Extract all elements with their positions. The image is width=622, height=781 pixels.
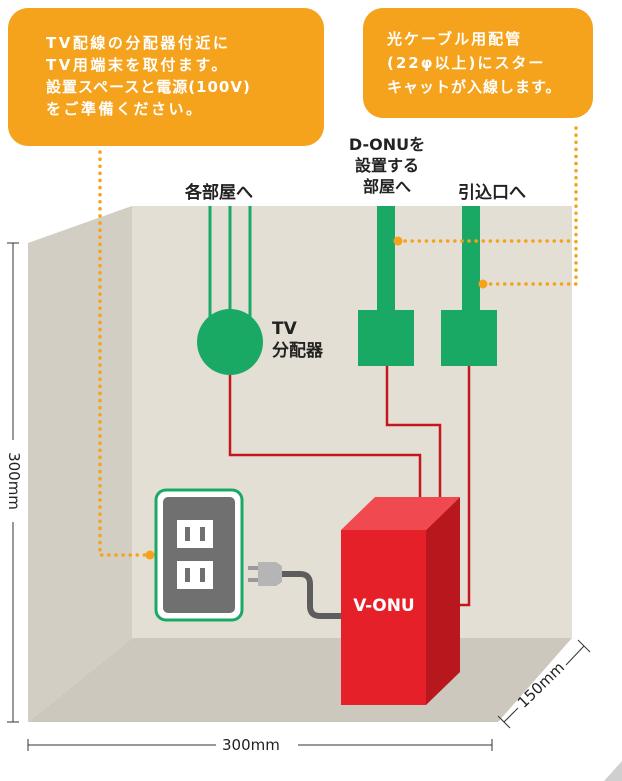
power-plug bbox=[258, 562, 282, 586]
vonu-side bbox=[426, 497, 460, 705]
callout-text: 設置スペースと電源(100V) bbox=[46, 78, 251, 96]
donu-label-line: 設置する bbox=[354, 156, 419, 175]
donu-label-line: D-ONUを bbox=[348, 135, 426, 154]
outlet-socket-bottom bbox=[177, 561, 213, 589]
red-cables bbox=[228, 366, 471, 607]
callout-text: (22φ以上)にスター bbox=[387, 54, 546, 72]
dimension-lines bbox=[7, 242, 591, 751]
vonu-front bbox=[341, 530, 426, 705]
rooms-label: 各部屋へ bbox=[185, 183, 253, 203]
fiber-conduit-callout: 光ケーブル用配管 (22φ以上)にスター キャットが入線します。 bbox=[363, 8, 593, 118]
callout-text: をご準備ください。 bbox=[46, 100, 204, 118]
donu-label-line: 部屋へ bbox=[362, 177, 411, 196]
inlet-conduit bbox=[462, 206, 480, 310]
width-dimension-label: 300mm bbox=[222, 736, 280, 754]
tv-label-line: 分配器 bbox=[272, 341, 323, 361]
callout-text: 光ケーブル用配管 bbox=[387, 30, 523, 48]
tv-terminal-callout: TV配線の分配器付近に TV用端末を取付ます。 設置スペースと電源(100V) … bbox=[8, 8, 324, 146]
outlet-socket-top bbox=[177, 520, 213, 548]
inlet-junction-box bbox=[441, 310, 497, 366]
height-dimension-label: 300mm bbox=[5, 452, 23, 510]
tv-room-wires bbox=[208, 206, 252, 320]
tv-splitter-label: TV 分配器 bbox=[272, 318, 323, 362]
vonu-label: V-ONU bbox=[353, 596, 415, 616]
callout-text: TV配線の分配器付近に bbox=[46, 34, 231, 52]
inlet-label: 引込口へ bbox=[458, 183, 526, 203]
donu-conduit bbox=[377, 206, 395, 310]
donu-junction-box bbox=[358, 310, 414, 366]
callout-text: TV用端末を取付ます。 bbox=[46, 56, 229, 74]
callout-text: キャットが入線します。 bbox=[387, 78, 562, 96]
left-wall bbox=[28, 206, 132, 722]
tv-splitter bbox=[197, 309, 263, 375]
tv-label-line: TV bbox=[272, 319, 297, 339]
donu-room-label: D-ONUを 設置する 部屋へ bbox=[337, 134, 437, 197]
vonu-top bbox=[341, 497, 460, 530]
callout-leaders bbox=[98, 126, 578, 557]
page-fold bbox=[604, 761, 622, 781]
power-cord bbox=[282, 571, 342, 619]
